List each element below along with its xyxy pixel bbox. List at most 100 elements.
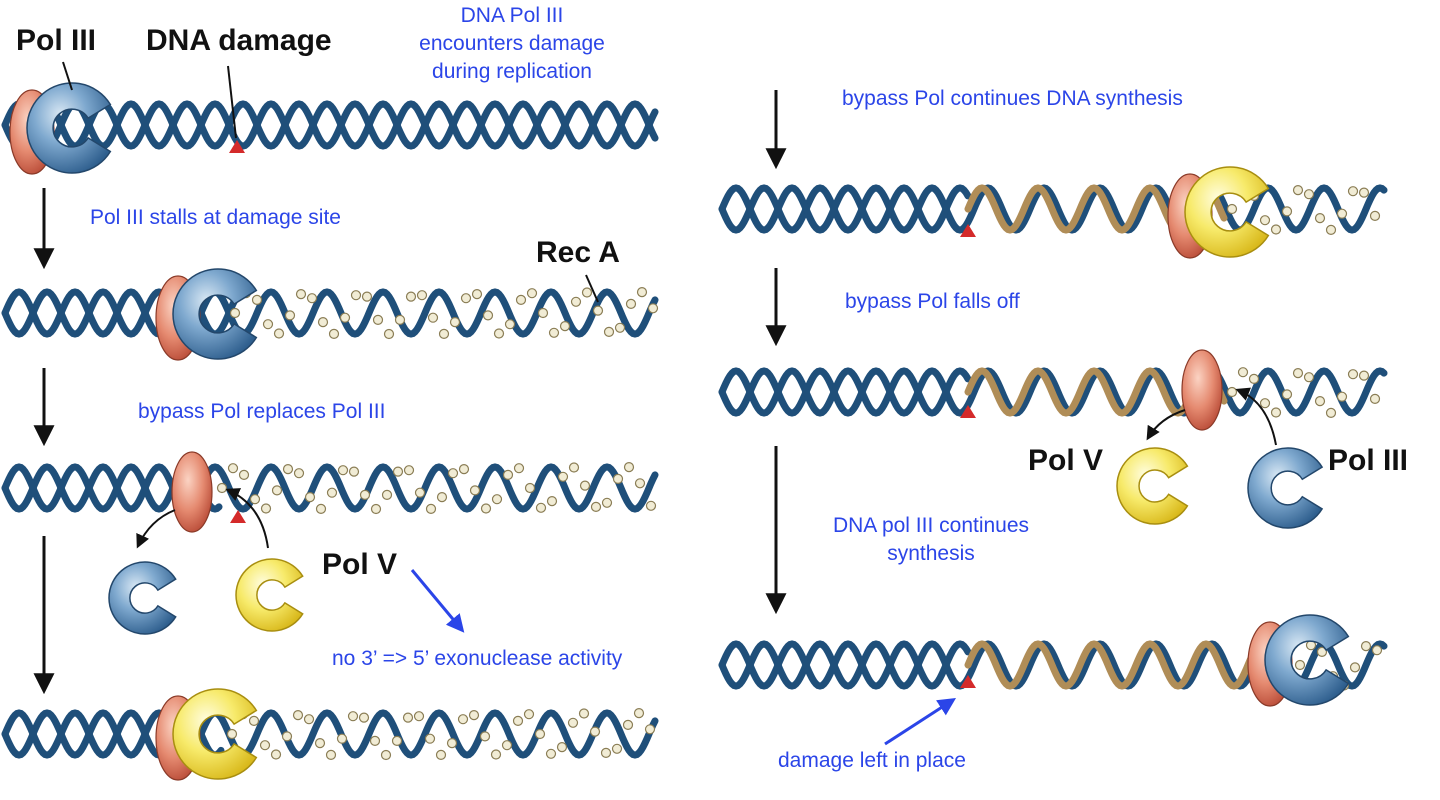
reca-bead bbox=[1369, 210, 1381, 221]
reca-bead bbox=[592, 305, 604, 316]
encounter-caption: DNA Pol III encounters damage during rep… bbox=[419, 4, 605, 83]
reca-bead bbox=[1294, 659, 1306, 671]
reca-bead bbox=[546, 496, 558, 507]
clamp-right2 bbox=[1181, 349, 1223, 431]
reca-bead bbox=[502, 469, 514, 480]
reca-bead bbox=[249, 494, 261, 505]
reca-bead bbox=[259, 740, 271, 751]
arrow-layer bbox=[33, 61, 1277, 746]
parental-strand bbox=[718, 640, 972, 690]
reca-bead bbox=[314, 737, 326, 749]
reca-bead bbox=[216, 482, 228, 494]
reca-bead bbox=[515, 294, 527, 305]
reca-bead bbox=[306, 293, 318, 304]
reca-filament bbox=[1226, 184, 1381, 235]
reca-bead bbox=[293, 468, 305, 479]
pol-v-complex-row4-core bbox=[172, 688, 258, 780]
reca-bead bbox=[633, 707, 645, 719]
pol-v-complex-right1-core bbox=[1184, 166, 1270, 258]
reca-bead bbox=[634, 478, 646, 489]
reca-bead bbox=[479, 731, 491, 742]
reca-bead bbox=[611, 743, 623, 754]
reca-bead bbox=[394, 314, 406, 325]
reca-bead bbox=[1325, 407, 1337, 418]
reca-bead bbox=[1303, 189, 1315, 200]
reca-bead bbox=[273, 328, 285, 339]
reca-bead bbox=[380, 749, 392, 761]
reca-bead bbox=[504, 319, 516, 330]
reca-bead bbox=[303, 714, 315, 725]
damage-left-caption: damage left in place bbox=[778, 749, 966, 772]
reca-filament bbox=[229, 287, 659, 340]
reca-bead bbox=[1226, 386, 1238, 398]
reca-bead bbox=[458, 464, 470, 475]
parental-strand bbox=[718, 367, 972, 417]
reca-bead bbox=[1336, 208, 1348, 219]
clamp-row3 bbox=[171, 451, 213, 533]
pol-iii-label-right: Pol III bbox=[1328, 444, 1409, 477]
reca-bead bbox=[325, 749, 337, 761]
reca-bead bbox=[636, 287, 648, 298]
reca-bead bbox=[590, 501, 602, 512]
reca-bead bbox=[413, 711, 425, 722]
reca-bead bbox=[447, 468, 459, 479]
damage-leader bbox=[227, 65, 237, 139]
reca-bead bbox=[337, 465, 349, 476]
pol-iii-continues-caption: DNA pol III continues synthesis bbox=[832, 514, 1030, 565]
reca-bead bbox=[361, 291, 373, 302]
rec-a-label: Rec A bbox=[536, 236, 620, 269]
reca-bead bbox=[1360, 640, 1372, 652]
reca-bead bbox=[347, 711, 359, 722]
reca-bead bbox=[512, 715, 524, 727]
no-exonuclease-caption: no 3’ => 5’ exonuclease activity bbox=[332, 647, 623, 670]
reca-bead bbox=[567, 717, 579, 728]
reca-filament bbox=[1226, 367, 1381, 418]
reca-bead bbox=[1237, 367, 1249, 378]
reca-bead bbox=[493, 328, 505, 339]
free-pol-v-right bbox=[1116, 447, 1189, 525]
reca-bead bbox=[227, 463, 239, 474]
reca-bead bbox=[1281, 206, 1293, 217]
reca-bead bbox=[1226, 203, 1238, 215]
reca-bead bbox=[1316, 646, 1328, 658]
reca-bead bbox=[501, 740, 513, 751]
reca-bead bbox=[292, 709, 304, 721]
reca-bead bbox=[1325, 224, 1337, 235]
reca-bead bbox=[260, 503, 272, 514]
reca-bead bbox=[405, 291, 417, 302]
reca-bead bbox=[1314, 213, 1326, 224]
reca-bead bbox=[559, 321, 571, 332]
protein-layer bbox=[9, 82, 1350, 781]
free-pol-v-left bbox=[235, 558, 304, 632]
reca-bead bbox=[317, 317, 329, 328]
reca-bead bbox=[622, 719, 634, 731]
reca-bead bbox=[1270, 224, 1282, 235]
new-strand bbox=[964, 640, 1258, 690]
reca-bead bbox=[623, 462, 635, 473]
reca-bead bbox=[1303, 372, 1315, 383]
reca-bead bbox=[328, 328, 340, 339]
reca-bead bbox=[537, 307, 549, 319]
damage-marker bbox=[960, 405, 976, 418]
reca-bead bbox=[416, 290, 428, 301]
reca-bead bbox=[281, 731, 293, 742]
reca-bead bbox=[427, 312, 439, 323]
reca-bead bbox=[304, 492, 316, 503]
reca-bead bbox=[295, 289, 307, 300]
reca-bead bbox=[326, 487, 338, 498]
free-pol-iii-left bbox=[108, 561, 177, 635]
reca-bead bbox=[339, 312, 351, 323]
reca-bead bbox=[238, 469, 250, 480]
reca-bead bbox=[1270, 407, 1282, 418]
reca-bead bbox=[391, 735, 403, 747]
pol-iii-complex-row2-core bbox=[172, 268, 258, 360]
reca-bead bbox=[383, 328, 395, 340]
pol-iii-leader bbox=[62, 61, 73, 91]
reca-bead bbox=[556, 741, 568, 753]
reca-bead bbox=[282, 464, 294, 475]
parental-strand bbox=[718, 184, 972, 234]
reca-bead bbox=[370, 503, 382, 515]
reca-bead bbox=[513, 463, 525, 474]
reca-bead bbox=[460, 293, 472, 304]
